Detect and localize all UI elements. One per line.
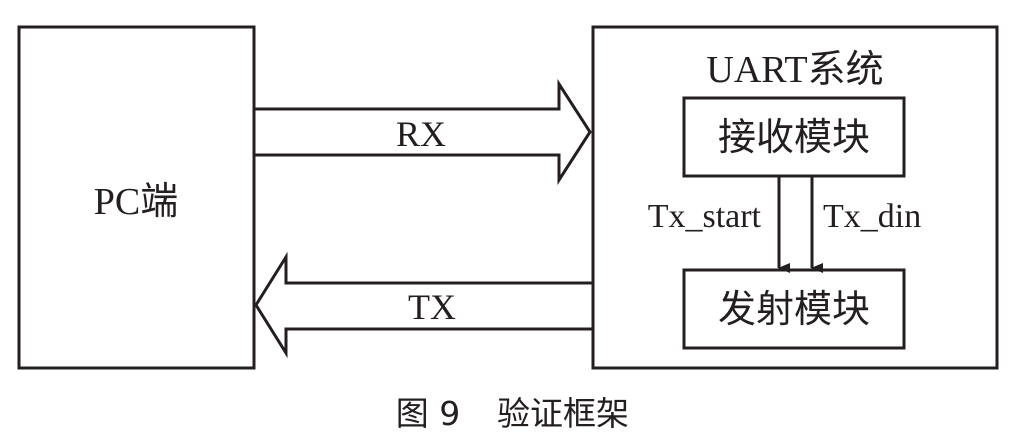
- tx-din-label: Tx_din: [823, 198, 921, 235]
- uart-system-box: [591, 25, 999, 370]
- pc-label: PC端: [94, 181, 178, 223]
- tx-start-label: Tx_start: [648, 198, 762, 235]
- receive-module-label: 接收模块: [718, 117, 870, 159]
- caption-number: 图 9: [396, 394, 461, 433]
- receive-module-box: [682, 96, 906, 178]
- rx-arrow: [254, 78, 592, 186]
- uart-system-title: UART系统: [706, 49, 883, 91]
- tx-label: TX: [408, 287, 456, 327]
- send-module-label: 发射模块: [718, 289, 870, 331]
- tx-arrow: [254, 251, 593, 359]
- rx-label: RX: [396, 114, 446, 154]
- caption-title: 验证框架: [497, 394, 629, 433]
- send-module-box: [682, 268, 906, 350]
- pc-box: [17, 25, 256, 370]
